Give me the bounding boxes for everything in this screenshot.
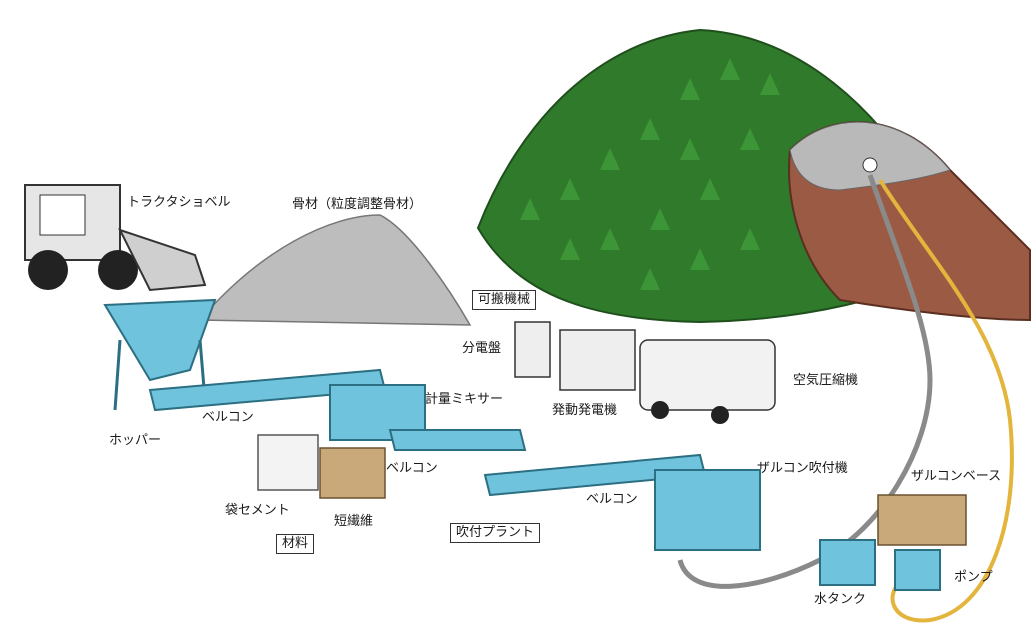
label-belt-conveyor-2: ベルコン bbox=[386, 461, 438, 476]
distribution-board-icon bbox=[514, 321, 551, 378]
label-belt-conveyor-1: ベルコン bbox=[202, 410, 254, 425]
label-pump: ポンプ bbox=[954, 570, 993, 585]
zarcon-sprayer-icon bbox=[654, 469, 761, 551]
water-tank-icon bbox=[819, 539, 876, 586]
label-portable-machinery: 可搬機械 bbox=[472, 290, 537, 310]
label-tractor-shovel: トラクタショベル bbox=[127, 195, 231, 210]
label-measuring-mixer: 計量ミキサー bbox=[425, 392, 504, 407]
hopper-icon bbox=[103, 298, 217, 411]
label-air-compressor: 空気圧縮機 bbox=[793, 373, 859, 388]
label-spraying-plant: 吹付プラント bbox=[450, 523, 541, 543]
label-water-tank: 水タンク bbox=[814, 592, 867, 607]
aggregate-pile bbox=[198, 214, 472, 326]
label-short-fiber: 短繊維 bbox=[334, 514, 374, 529]
gray-hose bbox=[677, 174, 933, 589]
label-hopper: ホッパー bbox=[109, 433, 162, 448]
tractor-shovel-icon bbox=[24, 184, 207, 292]
label-zarcon-base: ザルコンベース bbox=[911, 469, 1002, 484]
yellow-hose bbox=[878, 178, 1014, 623]
short-fiber-icon bbox=[319, 447, 386, 499]
label-distribution-board: 分電盤 bbox=[462, 341, 502, 356]
generator-icon bbox=[559, 329, 636, 391]
air-compressor-icon bbox=[639, 339, 776, 411]
label-belt-conveyor-3: ベルコン bbox=[586, 492, 638, 507]
label-bagged-cement: 袋セメント bbox=[225, 503, 290, 518]
bagged-cement-icon bbox=[257, 434, 319, 491]
pump-icon bbox=[894, 549, 941, 591]
label-generator: 発動発電機 bbox=[552, 403, 618, 418]
worker-icon bbox=[862, 157, 878, 173]
zarcon-base-icon bbox=[877, 494, 967, 546]
label-materials: 材料 bbox=[276, 534, 315, 554]
belt-conveyor-2 bbox=[388, 429, 527, 451]
label-zarcon-sprayer: ザルコン吹付機 bbox=[757, 461, 848, 476]
label-aggregate: 骨材（粒度調整骨材） bbox=[292, 197, 423, 212]
